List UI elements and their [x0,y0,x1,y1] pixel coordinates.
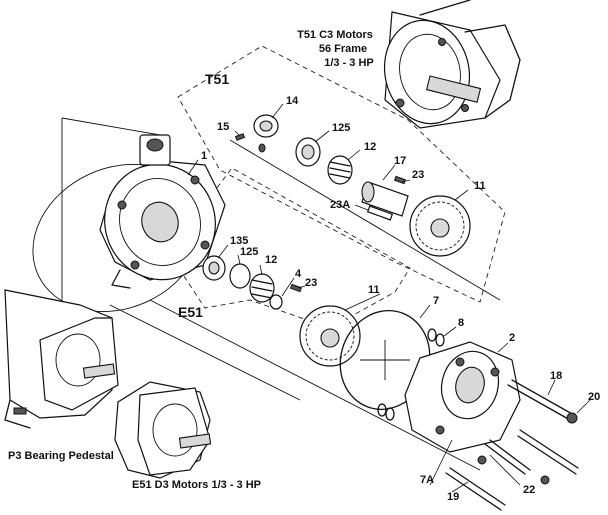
adapter-housing [404,341,521,453]
part-1: 1 [201,150,207,162]
group-label-e51: E51 [178,304,203,320]
caption-t51-motor-line3: 1/3 - 3 HP [324,57,374,69]
part-12-bottom: 12 [265,254,277,266]
part-23-bottom: 23 [305,277,317,289]
t51-group-outline [177,45,506,303]
e51-group-outline [167,167,411,329]
impeller-top [409,195,471,257]
part-15: 15 [217,121,229,133]
caption-p3-bearing-pedestal: P3 Bearing Pedestal [8,450,114,462]
leader-lines [187,103,591,493]
part-4: 4 [295,268,302,280]
p3-bearing-pedestal [4,289,119,429]
caption-t51-motor-line1: T51 C3 Motors [297,29,373,41]
t51-seal-parts [234,114,409,221]
part-125-bottom: 125 [240,246,258,258]
part-11-bottom: 11 [368,284,380,296]
part-8: 8 [458,317,464,329]
part-20: 20 [588,391,600,403]
part-23a: 23A [330,199,350,211]
part-17: 17 [394,155,406,167]
e51-seal-parts [202,255,303,310]
bolts [445,379,579,511]
small-o-rings [377,328,445,421]
impeller-bottom [299,305,361,367]
t51-c3-motor [383,0,521,129]
caption-e51-d3-motor: E51 D3 Motors 1/3 - 3 HP [132,479,261,491]
caption-t51-motor-line2: 56 Frame [319,43,367,55]
part-135: 135 [230,235,248,247]
volute-casing [99,134,226,289]
alignment-guides [61,117,501,471]
part-2: 2 [509,332,515,344]
part-11-top: 11 [474,180,486,192]
group-label-t51: T51 [205,71,229,87]
part-7a: 7A [420,474,434,486]
part-125-top: 125 [332,122,350,134]
part-19: 19 [447,491,459,503]
part-12-top: 12 [364,141,376,153]
part-14: 14 [286,95,299,107]
e51-d3-motor [114,381,212,479]
part-7: 7 [433,295,439,307]
part-22: 22 [523,484,535,496]
part-18: 18 [550,370,562,382]
part-callouts: 1 2 4 7 7A 8 11 11 12 12 14 15 17 18 19 … [201,95,600,503]
part-23-top: 23 [412,169,424,181]
